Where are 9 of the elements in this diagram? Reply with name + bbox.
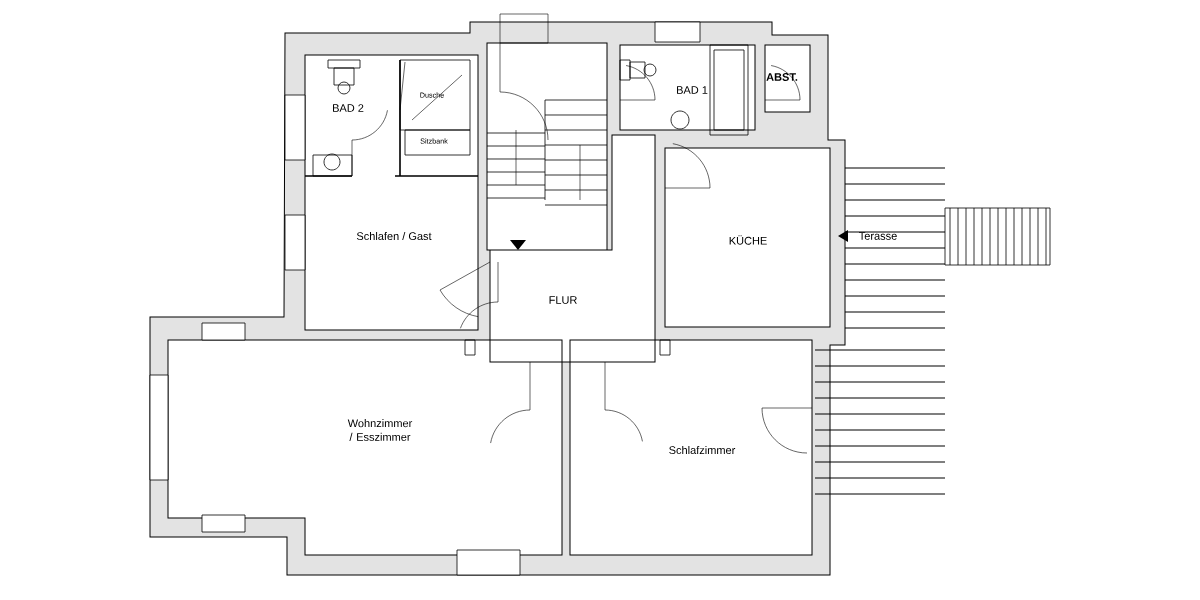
room-label: FLUR	[549, 296, 577, 304]
room-label: Schlafen / Gast	[356, 231, 432, 241]
room-label: BAD 1	[677, 86, 708, 94]
room-label: Wohnzimmer / Esszimmer	[347, 419, 413, 441]
room-label: BAD 2	[333, 104, 364, 112]
room-label: Schlafzimmer	[669, 445, 736, 455]
room-label: KÜCHE	[729, 235, 767, 245]
room-label: Terasse	[859, 232, 897, 240]
room-label: ABST.	[766, 73, 798, 81]
